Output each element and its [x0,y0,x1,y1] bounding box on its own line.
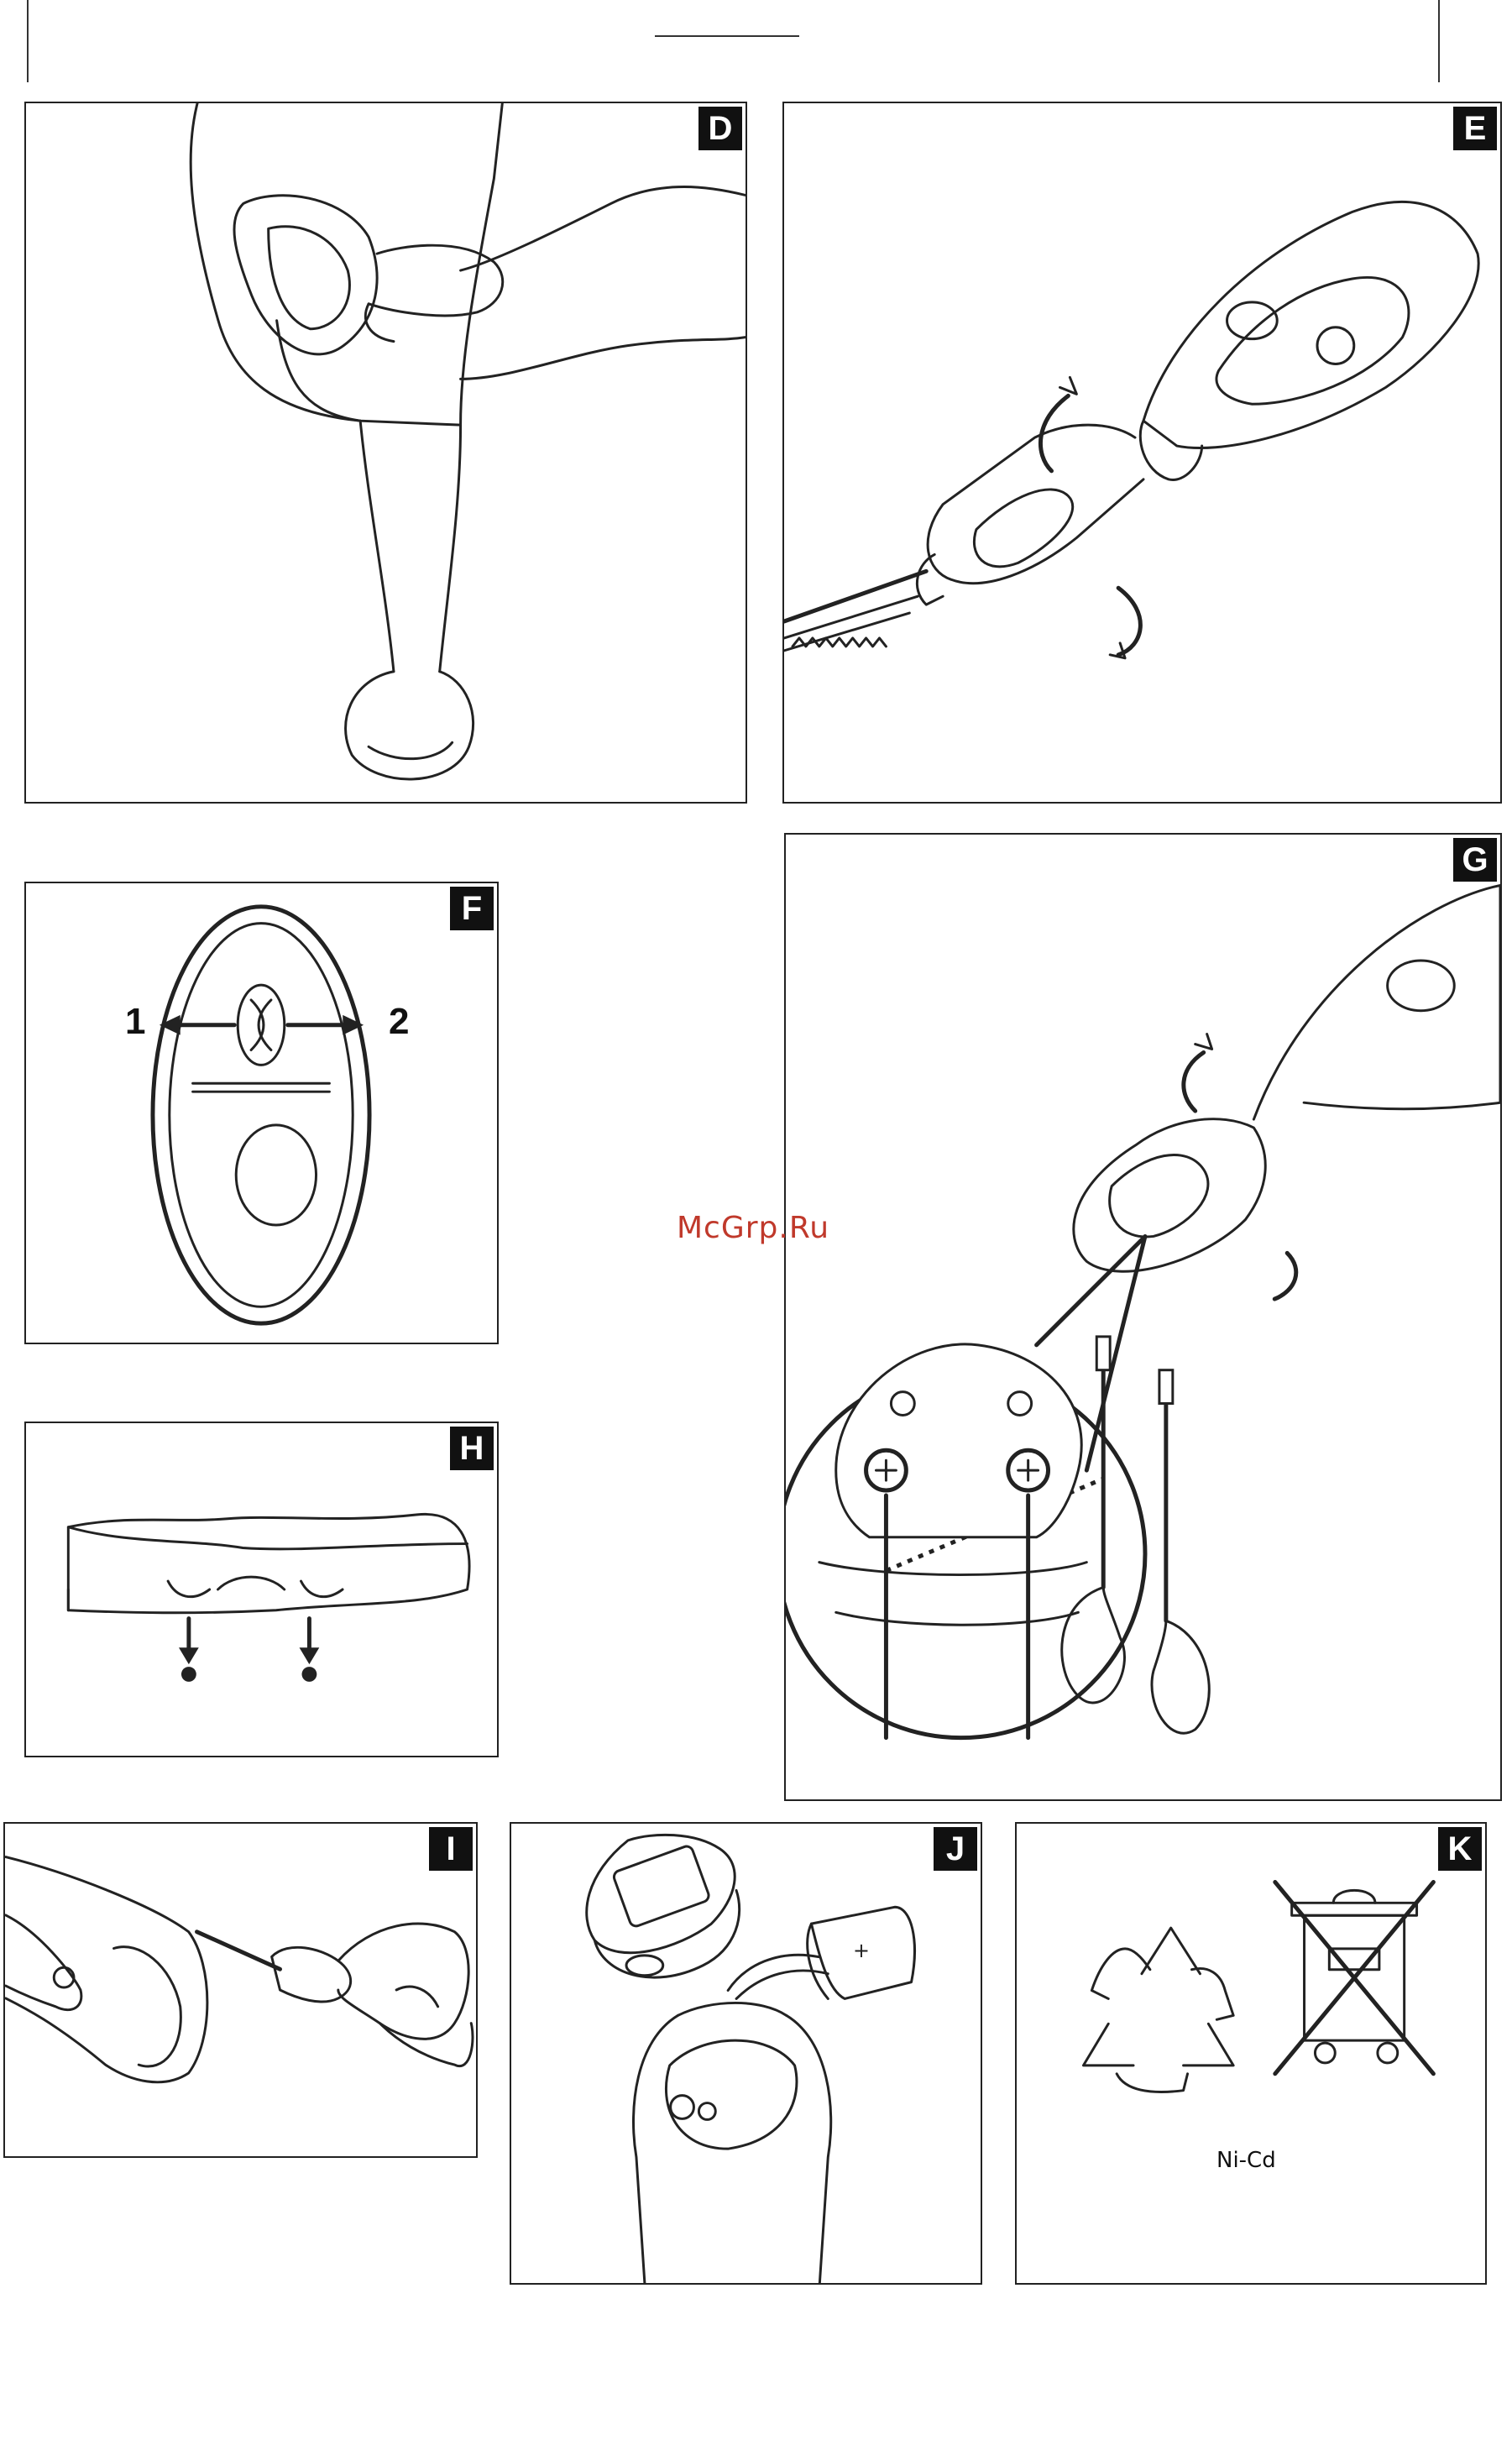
battery-replacement-illustration: + [511,1824,981,2283]
svg-text:+: + [853,1939,870,1962]
panel-h-label: H [450,1427,494,1470]
panel-j-label: J [934,1827,977,1871]
recycle-icon [1083,1928,1233,2092]
panel-j: + J [510,1822,982,2285]
hand-blender-grip-illustration [26,103,746,802]
panel-f-label: F [450,887,494,930]
electric-knife-assembly-illustration [784,103,1500,802]
mixer-beaters-illustration [786,835,1500,1799]
crossed-bin-icon [1275,1882,1434,2073]
panel-e: E [782,102,1502,804]
header-right-rule [1438,0,1440,82]
speed-selector-illustration [26,883,497,1343]
header-center-rule [655,35,799,37]
mount-screws-illustration [26,1423,497,1756]
disposal-symbols [1017,1824,1485,2283]
panel-k-label: K [1438,1827,1482,1871]
battery-type-label: Ni-Cd [1216,2148,1276,2173]
panel-k: Ni-Cd K [1015,1822,1487,2285]
panel-i: I [3,1822,478,2158]
panel-g-label: G [1453,838,1497,882]
panel-d: D [24,102,747,804]
panel-g: G [784,833,1502,1801]
panel-i-label: I [429,1827,473,1871]
speed-1-label: 1 [125,1001,145,1043]
speed-2-label: 2 [389,1001,409,1043]
panel-e-label: E [1453,107,1497,150]
screwdriver-illustration [5,1824,476,2156]
panel-f: 1 2 F [24,882,499,1344]
header-left-rule [27,0,29,82]
watermark-text: McGrp.Ru [677,1211,829,1245]
panel-d-label: D [698,107,742,150]
panel-h: H [24,1422,499,1757]
